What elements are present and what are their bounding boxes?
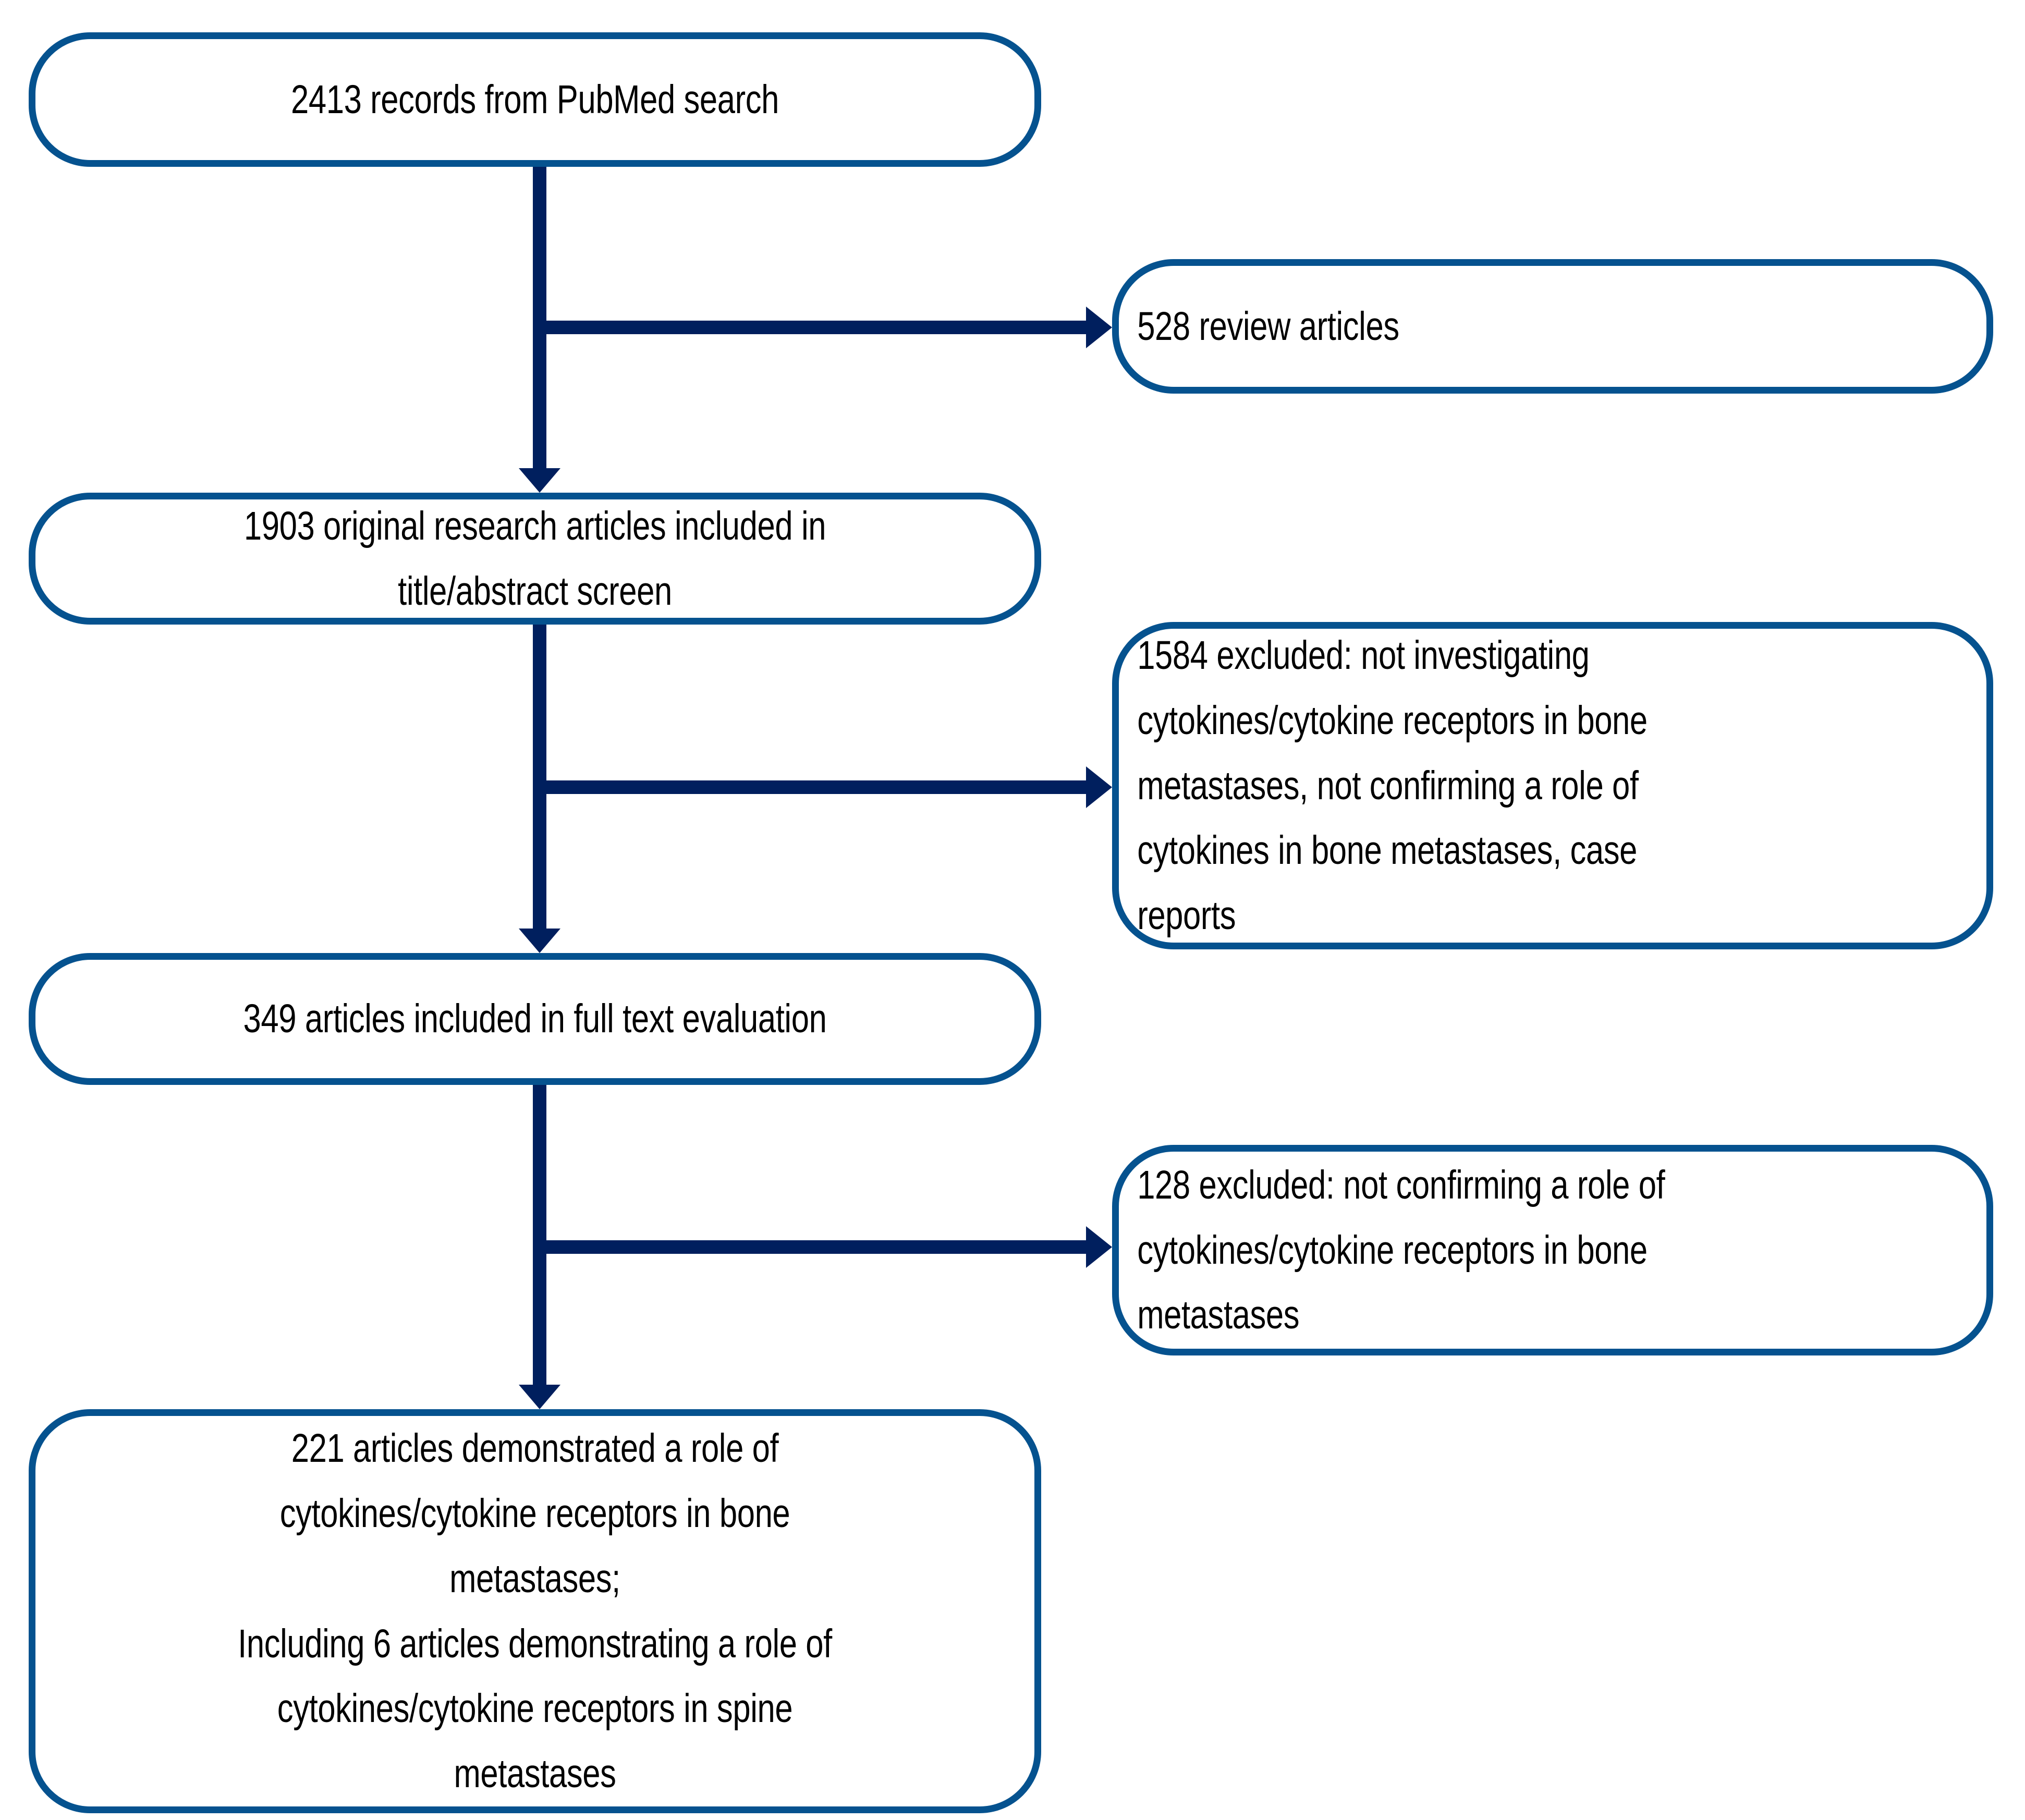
node-records-from-pubmed: 2413 records from PubMed search	[29, 32, 1041, 167]
node-original-label: 1903 original research articles included…	[243, 503, 826, 614]
node-fulltext-label: 349 articles included in full text evalu…	[243, 996, 827, 1042]
node-articles-demonstrated-role: 221 articles demonstrated a role of cyto…	[29, 1409, 1041, 1813]
node-review-articles-excluded: 528 review articles	[1112, 259, 1993, 394]
node-full-text-evaluation: 349 articles included in full text evalu…	[29, 953, 1041, 1085]
node-excluded-128: 128 excluded: not confirming a role of c…	[1112, 1145, 1993, 1355]
edge-fulltext-to-demonstrated	[519, 1085, 560, 1409]
edge-records-to-original	[519, 167, 560, 493]
node-excluded-1584: 1584 excluded: not investigating cytokin…	[1112, 622, 1993, 949]
node-excluded128-label: 128 excluded: not confirming a role of c…	[1137, 1162, 1665, 1338]
edge-original-to-excluded1584	[540, 766, 1112, 808]
node-records-label: 2413 records from PubMed search	[290, 77, 779, 122]
node-demonstrated-label: 221 articles demonstrated a role of cyto…	[238, 1426, 832, 1796]
node-original-research-title-abstract-screen: 1903 original research articles included…	[29, 493, 1041, 625]
edge-original-to-fulltext	[519, 625, 560, 953]
edge-fulltext-to-excluded128	[540, 1226, 1112, 1268]
edge-records-to-reviews	[540, 307, 1112, 348]
node-reviews-label: 528 review articles	[1137, 303, 1399, 349]
node-excluded1584-label: 1584 excluded: not investigating cytokin…	[1137, 633, 1648, 938]
